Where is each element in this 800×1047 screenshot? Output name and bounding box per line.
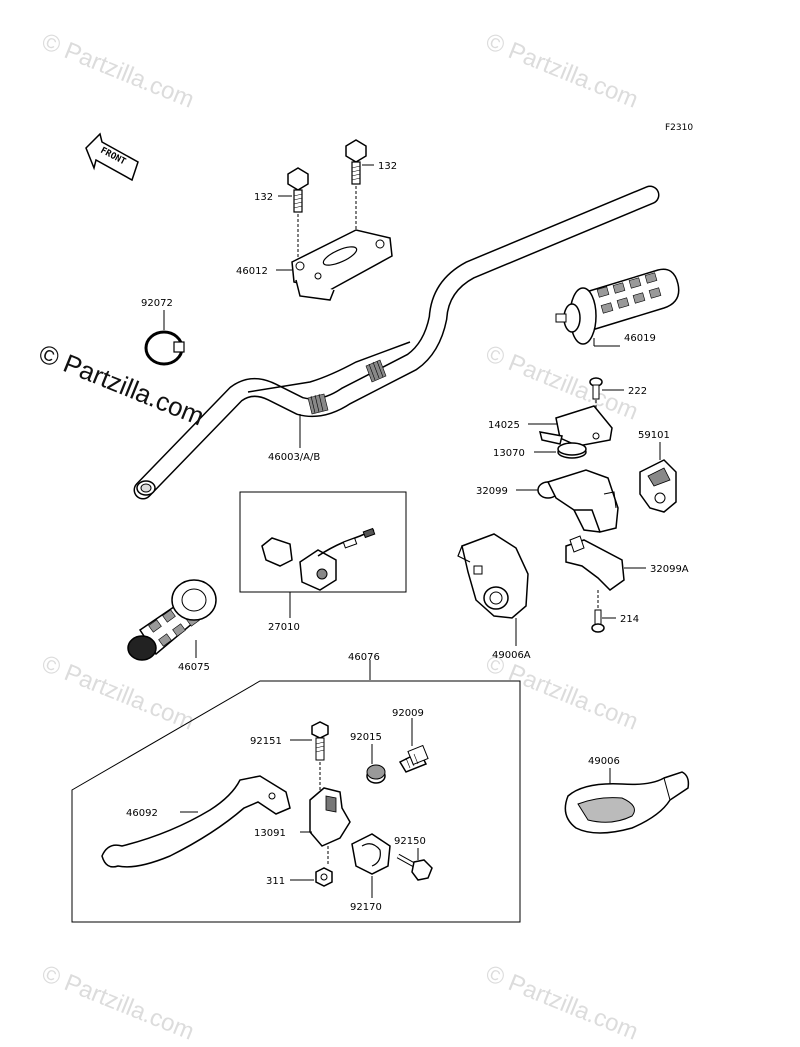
label-32099A: 32099A	[650, 564, 689, 575]
label-92015: 92015	[350, 732, 382, 743]
grip-left-46075-part	[127, 579, 217, 661]
label-59101: 59101	[638, 430, 670, 441]
nut-311-part	[315, 867, 333, 887]
cover-49006-part	[564, 771, 690, 834]
label-46075: 46075	[178, 662, 210, 673]
label-27010: 27010	[268, 622, 300, 633]
label-92009: 92009	[392, 708, 424, 719]
label-92150: 92150	[394, 836, 426, 847]
label-311: 311	[266, 876, 285, 887]
switch-59101-part	[639, 459, 677, 513]
label-14025: 14025	[488, 420, 520, 431]
bolt-132-upper-part	[345, 139, 367, 185]
label-132-upper: 132	[378, 161, 397, 172]
housing-32099A-part	[565, 535, 625, 591]
handlebar-holder-46012-part	[291, 229, 393, 301]
label-46003AB: 46003/A/B	[268, 452, 320, 463]
label-222: 222	[628, 386, 647, 397]
switch-27010-box	[239, 491, 407, 593]
label-13091: 13091	[254, 828, 286, 839]
front-arrow-icon: FRONT	[85, 132, 139, 182]
label-132-left: 132	[254, 192, 273, 203]
label-13070: 13070	[493, 448, 525, 459]
label-49006: 49006	[588, 756, 620, 767]
bolt-92150-part	[396, 853, 433, 881]
nut-92015-part	[366, 764, 386, 784]
switch-27010-part	[261, 527, 376, 591]
grip-right-46019-part	[555, 268, 680, 345]
lever-46092-part	[101, 775, 291, 868]
clamp-92170-part	[351, 833, 391, 875]
label-49006A: 49006A	[492, 650, 531, 661]
label-92072: 92072	[141, 298, 173, 309]
band-92072-part	[144, 330, 185, 366]
handlebar-part	[133, 185, 660, 500]
label-92170: 92170	[350, 902, 382, 913]
cap-13070-part	[557, 442, 587, 459]
label-92151: 92151	[250, 736, 282, 747]
screw-214-part	[591, 609, 605, 633]
label-214: 214	[620, 614, 639, 625]
adjuster-92009-part	[398, 744, 429, 773]
lever-assy-46076-box	[71, 680, 521, 923]
bolt-92151-part	[311, 721, 329, 761]
label-46092: 46092	[126, 808, 158, 819]
label-46019: 46019	[624, 333, 656, 344]
bolt-132-left-part	[287, 167, 309, 213]
housing-32099-part	[537, 469, 619, 533]
holder-13091-part	[309, 787, 351, 847]
screw-222-part	[589, 377, 603, 400]
throttle-49006A-part	[457, 533, 529, 619]
reference-code: F2310	[665, 123, 693, 133]
cover-14025-part	[538, 405, 613, 447]
label-46076: 46076	[348, 652, 380, 663]
label-32099: 32099	[476, 486, 508, 497]
label-46012: 46012	[236, 266, 268, 277]
